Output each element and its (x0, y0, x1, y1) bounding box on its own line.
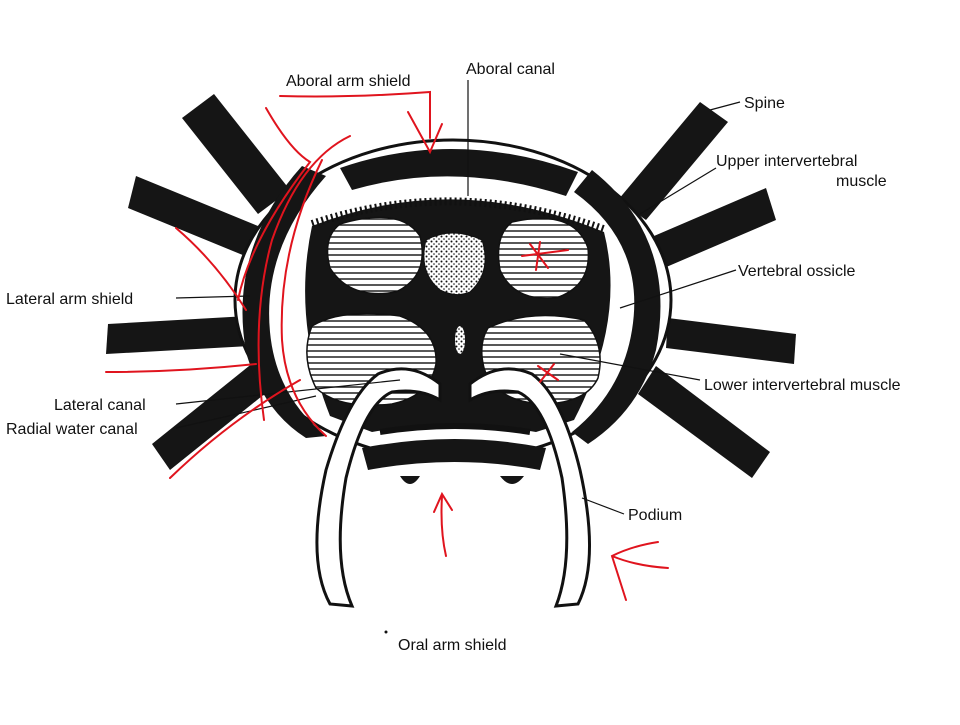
annotation-arrow-oral (433, 491, 453, 557)
annotation-cross-lower (537, 363, 559, 383)
leader-radial-water-canal (175, 395, 317, 429)
label-upper-intervertebral-2: muscle (836, 173, 887, 190)
spine-left-1 (182, 94, 290, 214)
spine-left-2 (128, 176, 258, 258)
leader-lateral-canal (175, 379, 401, 405)
label-lower-intervertebral-muscle: Lower intervertebral muscle (704, 377, 901, 394)
annotation-outline-canal-1 (105, 363, 257, 373)
annotation-outline-lateral-arm (175, 227, 247, 311)
leader-lines (175, 80, 741, 515)
leader-upper-intervertebral (639, 167, 717, 215)
spine-left-3 (106, 316, 250, 354)
lateral-arm-shield-right (572, 170, 661, 444)
radial-water-canal (379, 423, 531, 435)
label-vertebral-ossicle: Vertebral ossicle (738, 263, 855, 280)
lateral-canal (400, 476, 524, 484)
spine-left-4 (152, 362, 272, 470)
annotation-outline-canal-2 (169, 379, 301, 479)
spine-right-4 (638, 366, 770, 478)
leader-podium (581, 497, 625, 515)
oral-arm-shield (362, 439, 546, 470)
red-annotations (105, 90, 669, 601)
spines (106, 94, 796, 478)
label-upper-intervertebral-1: Upper intervertebral (716, 153, 857, 170)
annotation-underline-aboral (279, 90, 431, 139)
annotation-outline-inner (280, 159, 327, 437)
label-spine: Spine (744, 95, 785, 112)
label-aboral-canal: Aboral canal (466, 61, 555, 78)
upper-intervertebral-muscle-right (497, 217, 590, 300)
annotation-arrow-aboral (407, 111, 443, 155)
label-lateral-arm-shield: Lateral arm shield (6, 291, 133, 308)
podium-right (468, 367, 591, 608)
arm-body (233, 138, 673, 462)
aboral-canal-band-white (329, 184, 581, 212)
annotation-outline-lateral-2 (257, 135, 351, 421)
upper-intervertebral-muscle-left (326, 216, 424, 295)
podium-left (315, 367, 442, 608)
label-lateral-canal: Lateral canal (54, 397, 146, 414)
central-canal (455, 326, 465, 354)
spine-right-3 (666, 318, 796, 364)
leader-spine (709, 101, 741, 111)
annotation-outline-lateral-1 (237, 107, 312, 301)
spine-right-1 (618, 102, 728, 220)
muscles (306, 216, 601, 407)
leader-vertebral-ossicle (619, 269, 737, 309)
aboral-arm-shield (340, 148, 578, 196)
label-podium: Podium (628, 507, 682, 524)
spine-right-2 (654, 188, 776, 268)
stray-dot (384, 630, 388, 634)
nerve-cord-stipple (423, 232, 486, 296)
label-radial-water-canal: Radial water canal (6, 421, 138, 438)
annotation-arrow-podium (610, 541, 669, 601)
label-oral-arm-shield: Oral arm shield (398, 637, 506, 654)
leader-lower-intervertebral (559, 353, 701, 381)
text-labels: Aboral arm shield Aboral canal Spine Upp… (6, 61, 901, 654)
annotation-cross-upper (521, 241, 569, 271)
podia (315, 367, 591, 608)
label-aboral-arm-shield: Aboral arm shield (286, 73, 411, 90)
